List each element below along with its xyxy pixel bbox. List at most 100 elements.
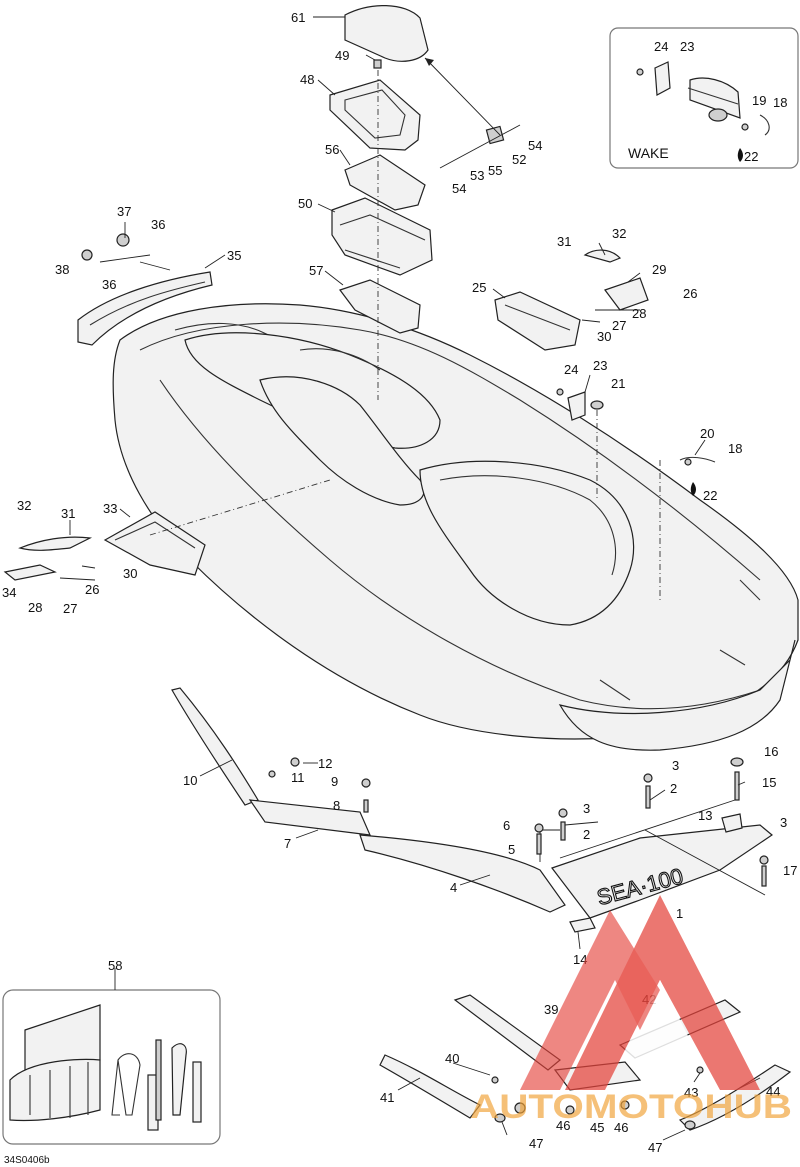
callout-7: 7 bbox=[284, 836, 291, 851]
callout-23: 23 bbox=[680, 39, 694, 54]
watermark-brand: AUTOMOTOHUB bbox=[470, 1088, 792, 1126]
callout-31: 31 bbox=[557, 234, 571, 249]
callout-56: 56 bbox=[325, 142, 339, 157]
callout-39: 39 bbox=[544, 1002, 558, 1017]
callout-9: 9 bbox=[331, 774, 338, 789]
callout-52: 52 bbox=[512, 152, 526, 167]
callout-45: 45 bbox=[590, 1120, 604, 1135]
callout-28: 28 bbox=[28, 600, 42, 615]
callout-61: 61 bbox=[291, 10, 305, 25]
hull-body bbox=[112, 303, 799, 751]
callout-21: 21 bbox=[611, 376, 625, 391]
side-decals: SEA·100 bbox=[171, 687, 773, 933]
callout-22: 22 bbox=[703, 488, 717, 503]
cover-61 bbox=[344, 5, 429, 62]
callout-22: 22 bbox=[744, 149, 758, 164]
callout-32: 32 bbox=[17, 498, 31, 513]
callout-29: 29 bbox=[652, 262, 666, 277]
storage-assembly bbox=[329, 5, 521, 400]
hardware-mid bbox=[556, 388, 716, 600]
callout-47: 47 bbox=[648, 1140, 662, 1155]
callout-44: 44 bbox=[766, 1084, 780, 1099]
callout-6: 6 bbox=[503, 818, 510, 833]
callout-38: 38 bbox=[55, 262, 69, 277]
decal-4 bbox=[359, 834, 566, 913]
callout-36: 36 bbox=[102, 277, 116, 292]
callout-37: 37 bbox=[117, 204, 131, 219]
watermark-logo: AUTOMOTOHUB bbox=[470, 895, 792, 1126]
bin-50 bbox=[331, 197, 433, 276]
callout-25: 25 bbox=[472, 280, 486, 295]
callout-10: 10 bbox=[183, 773, 197, 788]
callout-35: 35 bbox=[227, 248, 241, 263]
frame-48 bbox=[329, 79, 421, 151]
callout-11: 11 bbox=[291, 770, 305, 785]
callout-28: 28 bbox=[632, 306, 646, 321]
decal-10 bbox=[171, 687, 259, 806]
callout-49: 49 bbox=[335, 48, 349, 63]
callout-47: 47 bbox=[529, 1136, 543, 1151]
callout-3: 3 bbox=[780, 815, 787, 830]
callout-16: 16 bbox=[764, 744, 778, 759]
gasket-56 bbox=[344, 154, 426, 211]
callout-13: 13 bbox=[698, 808, 712, 823]
callout-5: 5 bbox=[508, 842, 515, 857]
cap-31 bbox=[583, 249, 622, 263]
callout-23: 23 bbox=[593, 358, 607, 373]
callout-18: 18 bbox=[773, 95, 787, 110]
callout-15: 15 bbox=[762, 775, 776, 790]
callout-labels: 6149485650575452555354373638363531322925… bbox=[2, 10, 797, 1155]
callout-27: 27 bbox=[63, 601, 77, 616]
callout-2: 2 bbox=[670, 781, 677, 796]
fastener-49 bbox=[373, 59, 382, 69]
callout-4: 4 bbox=[450, 880, 457, 895]
callout-30: 30 bbox=[597, 329, 611, 344]
callout-31: 31 bbox=[61, 506, 75, 521]
callout-34: 34 bbox=[2, 585, 16, 600]
callout-3: 3 bbox=[672, 758, 679, 773]
gasket-57 bbox=[339, 279, 421, 334]
callout-30: 30 bbox=[123, 566, 137, 581]
vent-25 bbox=[494, 249, 649, 351]
callout-50: 50 bbox=[298, 196, 312, 211]
callout-57: 57 bbox=[309, 263, 323, 278]
plate-34 bbox=[3, 564, 57, 581]
watermark-triangle-mark bbox=[565, 895, 760, 1090]
callout-1: 1 bbox=[676, 906, 683, 921]
plate-14 bbox=[569, 917, 596, 933]
callout-54: 54 bbox=[452, 181, 466, 196]
callout-58: 58 bbox=[108, 958, 122, 973]
callout-27: 27 bbox=[612, 318, 626, 333]
cap-31-left bbox=[18, 536, 93, 551]
vent-33 bbox=[3, 479, 331, 581]
callout-43: 43 bbox=[684, 1085, 698, 1100]
callout-2: 2 bbox=[583, 827, 590, 842]
decal-1 bbox=[551, 824, 773, 919]
callout-3: 3 bbox=[583, 801, 590, 816]
callout-26: 26 bbox=[683, 286, 697, 301]
callout-12: 12 bbox=[318, 756, 332, 771]
handle-35 bbox=[77, 233, 213, 346]
callout-48: 48 bbox=[300, 72, 314, 87]
callout-36: 36 bbox=[151, 217, 165, 232]
decal-7 bbox=[248, 799, 371, 836]
callout-24: 24 bbox=[654, 39, 668, 54]
callout-33: 33 bbox=[103, 501, 117, 516]
callout-32: 32 bbox=[612, 226, 626, 241]
callout-53: 53 bbox=[470, 168, 484, 183]
callout-46: 46 bbox=[614, 1120, 628, 1135]
inset-title: WAKE bbox=[628, 145, 669, 161]
callout-18: 18 bbox=[728, 441, 742, 456]
callout-46: 46 bbox=[556, 1118, 570, 1133]
callout-26: 26 bbox=[85, 582, 99, 597]
diagram-code: 34S0406b bbox=[4, 1155, 50, 1166]
callout-19: 19 bbox=[752, 93, 766, 108]
toolkit-inset bbox=[2, 989, 221, 1145]
wake-inset: WAKE bbox=[609, 27, 799, 169]
callout-41: 41 bbox=[380, 1090, 394, 1105]
callout-8: 8 bbox=[333, 798, 340, 813]
callout-24: 24 bbox=[564, 362, 578, 377]
callout-20: 20 bbox=[700, 426, 714, 441]
callout-54: 54 bbox=[528, 138, 542, 153]
